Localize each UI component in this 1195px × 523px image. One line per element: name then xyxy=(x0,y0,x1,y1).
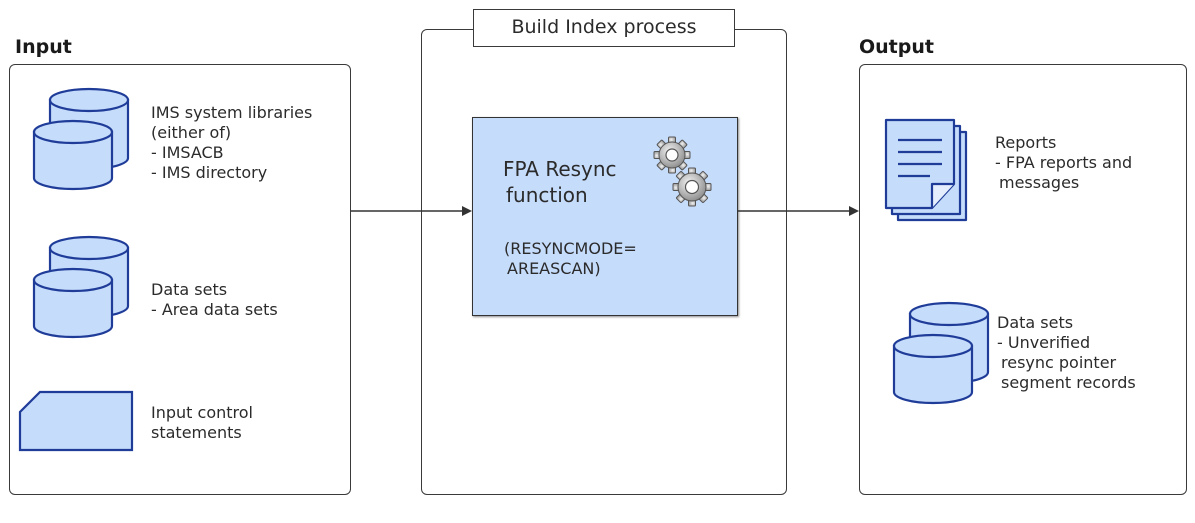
process-title: Build Index process xyxy=(473,9,735,47)
output-item-reports: Reports - FPA reports and messages xyxy=(995,133,1133,192)
input-item-data-sets: Data sets - Area data sets xyxy=(151,280,278,319)
document-stack-icon xyxy=(884,118,968,222)
function-parameters: (RESYNCMODE= AREASCAN) xyxy=(504,239,637,278)
fpa-resync-function-box: FPA Resync function (RESYNCMODE= AREASCA… xyxy=(472,117,738,316)
database-icon xyxy=(892,301,990,405)
database-icon xyxy=(32,87,130,191)
input-item-ims-libraries: IMS system libraries (either of) - IMSAC… xyxy=(151,103,313,182)
input-heading: Input xyxy=(15,36,72,58)
punched-card-icon xyxy=(18,390,134,452)
database-icon xyxy=(32,235,130,339)
output-item-data-sets: Data sets - Unverified resync pointer se… xyxy=(997,313,1136,392)
gears-icon xyxy=(653,136,712,207)
input-item-control-statements: Input control statements xyxy=(151,403,253,442)
output-heading: Output xyxy=(859,36,934,58)
function-title: FPA Resync function xyxy=(503,157,617,207)
